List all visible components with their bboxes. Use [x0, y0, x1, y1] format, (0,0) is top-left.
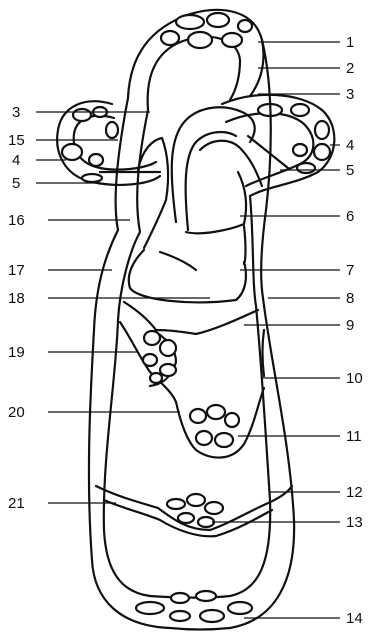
- right-lung-capillary-bed: [258, 104, 330, 173]
- label-15: 15: [8, 132, 25, 149]
- label-2: 2: [346, 60, 354, 77]
- label-13: 13: [346, 514, 363, 531]
- label-4-left: 4: [12, 152, 20, 169]
- label-3-right: 3: [346, 86, 354, 103]
- liver-gut-circulation: [120, 302, 264, 458]
- label-4-right: 4: [346, 137, 354, 154]
- label-16: 16: [8, 212, 25, 229]
- intestine-capillary-bed: [190, 405, 239, 447]
- label-20: 20: [8, 404, 25, 421]
- label-11: 11: [346, 428, 362, 445]
- label-9: 9: [346, 317, 354, 334]
- label-3-left: 3: [12, 104, 20, 121]
- label-7: 7: [346, 262, 354, 279]
- label-18: 18: [8, 290, 25, 307]
- label-1: 1: [346, 34, 354, 51]
- digestive-capillary-bed: [143, 331, 176, 383]
- head-capillary-bed: [161, 13, 252, 48]
- left-lung-circulation: [57, 101, 160, 185]
- diagram-labels: 1 2 3 3 4 4 5 5 6 7 8 9 10 11 12 13 14 1…: [8, 34, 363, 627]
- heart: [129, 107, 262, 302]
- label-14: 14: [346, 610, 363, 627]
- kidney-circulation: [96, 486, 292, 536]
- label-5-right: 5: [346, 162, 354, 179]
- label-19: 19: [8, 344, 25, 361]
- label-10: 10: [346, 370, 363, 387]
- label-17: 17: [8, 262, 25, 279]
- label-8: 8: [346, 290, 354, 307]
- head-circulation: [128, 10, 264, 110]
- label-6: 6: [346, 208, 354, 225]
- label-21: 21: [8, 495, 25, 512]
- label-12: 12: [346, 484, 363, 501]
- label-5-left: 5: [12, 175, 20, 192]
